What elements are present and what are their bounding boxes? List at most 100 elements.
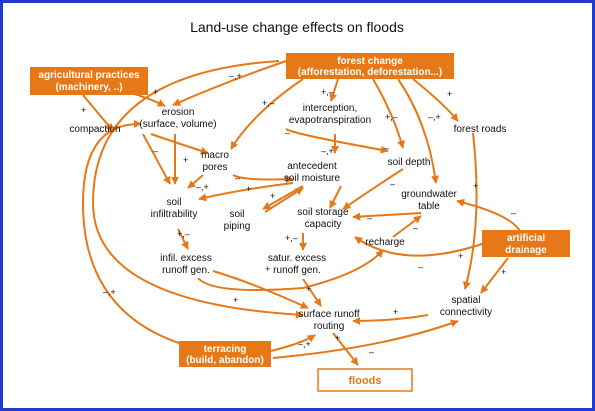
soil-piping-label: soil <box>229 209 244 220</box>
sign: + <box>473 181 478 191</box>
macro-pores-label: macro <box>201 150 229 161</box>
arrow-macropores-to-moisture <box>232 174 294 184</box>
sign: + <box>270 191 275 201</box>
arrow-forest-to-runoff <box>91 60 304 319</box>
causal-loop-diagram: Land-use change effects on floods <box>30 19 570 392</box>
forest-change-box: forest change (afforestation, deforestat… <box>286 53 454 79</box>
soil-depth-label: soil depth <box>388 157 431 168</box>
compaction-label: compaction <box>69 124 120 135</box>
runoff-routing-label: surface runoff <box>299 309 360 320</box>
agricultural-practices-label: agricultural practices <box>38 70 140 81</box>
erosion-label: erosion <box>162 107 195 118</box>
arrow-connectivity-to-runoff <box>352 314 429 325</box>
sign: + <box>81 105 86 115</box>
antecedent-label: antecedent <box>287 161 337 172</box>
arrow-agri-to-compaction <box>82 94 114 132</box>
arrow-infilexcess-to-recharge <box>197 249 384 292</box>
storage-label: soil storage <box>297 207 349 218</box>
arrow-moisture-to-storage <box>329 185 342 209</box>
sign: + <box>306 284 311 294</box>
connectivity-sub: connectivity <box>440 307 492 318</box>
sign: –,+ <box>103 287 116 297</box>
node-labels: compaction erosion (surface, volume) int… <box>69 103 506 332</box>
sign: – <box>390 179 395 189</box>
arrow-erosion-to-soildepth <box>285 128 389 154</box>
sign: –,+ <box>196 182 209 192</box>
sign: + <box>246 184 251 194</box>
sign: +,– <box>285 233 298 243</box>
arrow-forestroads-to-connectivity <box>463 132 478 290</box>
arrow-drainage-to-connectivity <box>480 257 509 294</box>
terracing-label: terracing <box>204 344 247 355</box>
sign: –,+ <box>428 112 441 122</box>
infil-excess-label: infil. excess <box>160 253 212 264</box>
arrow-forest-to-groundwater <box>397 78 440 184</box>
sign: +,– <box>177 229 190 239</box>
connectivity-label: spatial <box>452 295 481 306</box>
sign: – <box>367 213 372 223</box>
arrow-saturexcess-to-runoff <box>302 278 322 307</box>
artificial-drainage-sub: drainage <box>505 245 547 256</box>
agricultural-practices-sub: (machinery, ..) <box>55 82 122 93</box>
recharge-label: recharge <box>365 237 405 248</box>
sign: +,– <box>262 98 275 108</box>
arrow-soildepth-to-storage <box>342 168 404 210</box>
forest-change-label: forest change <box>337 56 403 67</box>
arrow-macropores-to-infiltrability <box>187 174 204 189</box>
polarity-signs: –,+ + + +,– +,– +,– –,+ + – – – –,+ + –,… <box>81 71 516 357</box>
sign: +,– <box>385 112 398 122</box>
sign: +,– <box>321 87 334 97</box>
agricultural-practices-box: agricultural practices (machinery, ..) <box>30 67 148 95</box>
sign: –,+ <box>229 71 242 81</box>
sign: + <box>335 333 340 343</box>
sign: – <box>285 128 290 138</box>
satur-excess-sub: runoff gen. <box>273 265 321 276</box>
runoff-routing-sub: routing <box>314 321 345 332</box>
terracing-box: terracing (build, abandon) <box>179 341 271 367</box>
sign: – <box>413 223 418 233</box>
macro-pores-sub: pores <box>202 162 227 173</box>
arrow-forest-to-interception <box>329 78 339 102</box>
arrow-terracing-to-erosion <box>81 119 186 346</box>
arrow-forest-to-macropores <box>230 78 304 150</box>
sign: –,+ <box>298 339 311 349</box>
sign: – <box>153 146 158 156</box>
sign: + <box>183 155 188 165</box>
arrow-recharge-to-groundwater <box>392 215 422 238</box>
artificial-drainage-box: artificial drainage <box>482 230 570 257</box>
arrow-groundwater-to-storage <box>352 212 422 221</box>
sign: + <box>393 307 398 317</box>
sign: – <box>235 173 240 183</box>
sign: – <box>418 262 423 272</box>
interception-label: interception, <box>303 103 357 114</box>
groundwater-label: groundwater <box>401 189 457 200</box>
sign: + <box>233 295 238 305</box>
arrow-moisture-to-infiltrability <box>198 182 294 202</box>
arrow-infilexcess-to-runoff <box>212 270 309 309</box>
sign: – <box>384 143 389 153</box>
arrow-forest-to-soildepth <box>372 78 405 149</box>
sign: – <box>369 347 374 357</box>
erosion-sub: (surface, volume) <box>139 119 216 130</box>
arrow-moisture-to-piping <box>262 185 304 210</box>
artificial-drainage-label: artificial <box>507 233 546 244</box>
arrow-terracing-to-connectivity <box>272 319 459 359</box>
sign: –,+ <box>321 146 334 156</box>
soil-piping-sub: piping <box>224 221 251 232</box>
infiltrability-sub: infiltrability <box>151 209 198 220</box>
floods-box: floods <box>317 368 413 392</box>
diagram-title: Land-use change effects on floods <box>190 19 404 35</box>
arrow-compaction-to-infiltrability <box>142 133 171 185</box>
sign: + <box>458 251 463 261</box>
sign: + <box>501 267 506 277</box>
antecedent-sub: soil moisture <box>284 173 341 184</box>
arrow-infiltrability-to-infilexcess <box>177 228 189 250</box>
forest-change-sub: (afforestation, deforestation...) <box>298 67 442 78</box>
arrow-forest-to-erosion <box>172 60 287 106</box>
infil-excess-sub: runoff gen. <box>162 265 210 276</box>
groundwater-sub: table <box>418 201 440 212</box>
sign: + <box>265 264 270 274</box>
terracing-sub: (build, abandon) <box>186 355 264 366</box>
sign: + <box>447 89 452 99</box>
